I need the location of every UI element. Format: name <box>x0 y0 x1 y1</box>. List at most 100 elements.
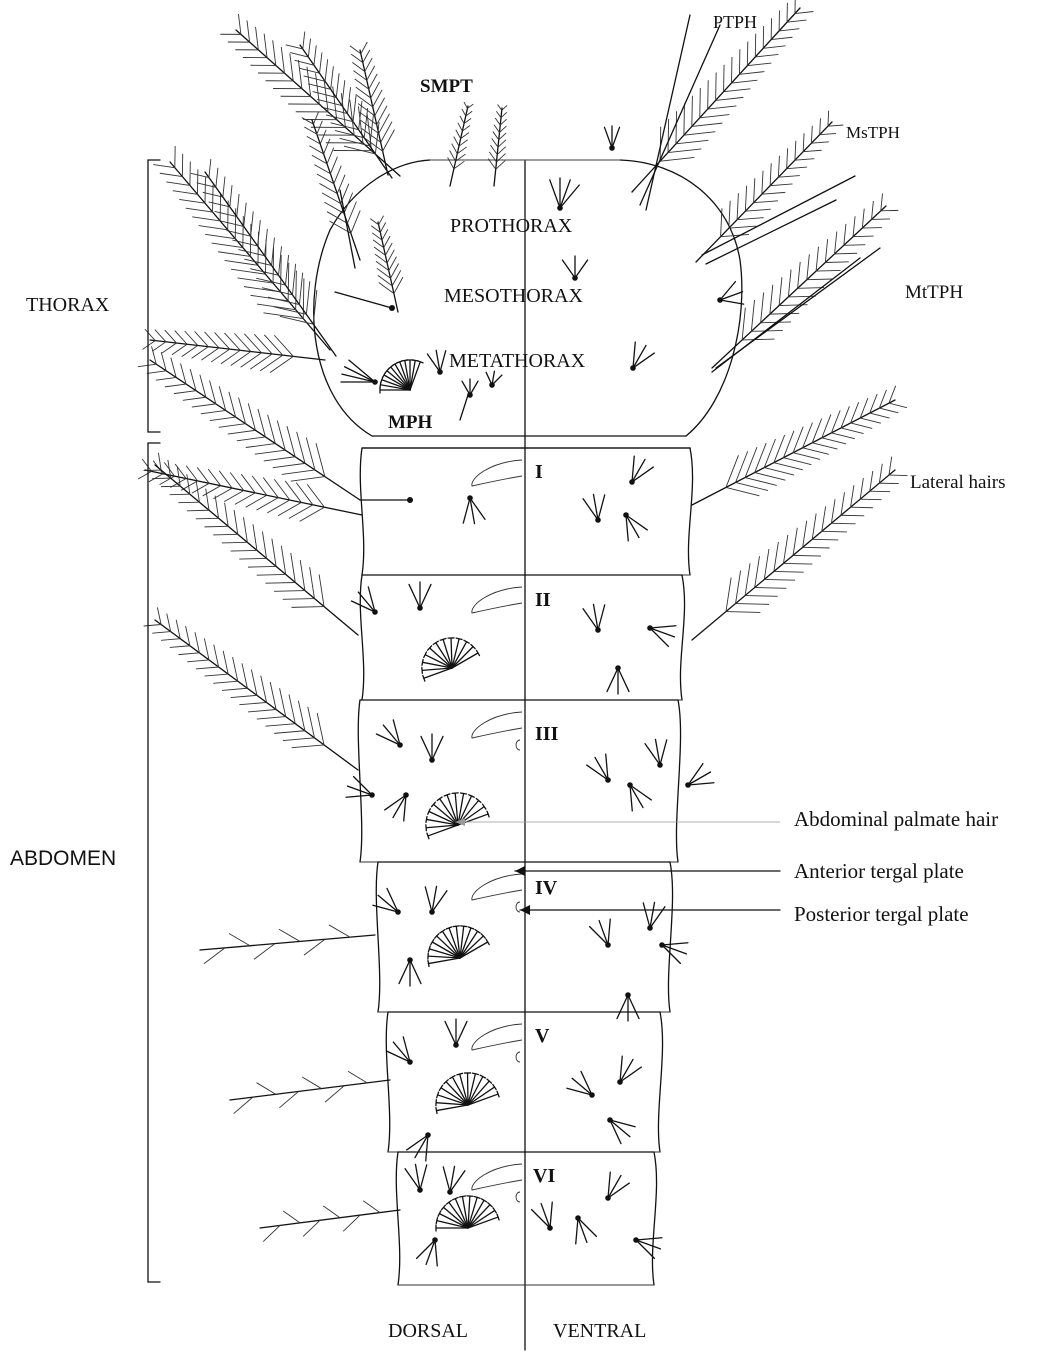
anterior-tergal-plate <box>472 587 522 613</box>
dorsal-abdominal-hair <box>405 1164 427 1192</box>
ventral-abdominal-hair <box>575 1215 596 1244</box>
abdominal-palmate-hair-label: Abdominal palmate hair <box>794 807 998 831</box>
posterior-tergal-plate <box>516 740 520 750</box>
segment-label-4: IV <box>535 877 558 899</box>
lateral-abdominal-hair-2 <box>144 453 358 635</box>
thoracic-simple-hair <box>335 292 392 308</box>
dorsal-abdominal-hair <box>409 582 431 611</box>
ventral-abdominal-hair <box>607 665 629 694</box>
ventral-abdominal-hair <box>590 919 611 948</box>
segment-label-5: V <box>535 1025 550 1047</box>
dorsal-abdominal-hair <box>445 1019 467 1048</box>
dorsal-abdominal-hair <box>463 495 485 523</box>
ventral-abdominal-hair <box>623 512 647 541</box>
abdominal-palmate-hair-6 <box>436 1196 499 1231</box>
dorsal-label: DORSAL <box>388 1320 468 1342</box>
lateral-abdominal-hair-1b <box>138 459 362 521</box>
lateral-dendritic-hair-5 <box>230 1071 390 1113</box>
anterior-tergal-plate <box>472 460 522 486</box>
dorsal-abdominal-hair <box>399 957 421 986</box>
abdomen-label: ABDOMEN <box>10 847 116 870</box>
ventral-prothoracic-hair <box>604 126 619 151</box>
posterior-tergal-plate <box>516 1052 520 1062</box>
ventral-abdominal-hair <box>605 1172 629 1201</box>
metathorax-label: METATHORAX <box>449 350 586 372</box>
ventral-abdominal-hair <box>617 1056 641 1085</box>
ventral-abdominal-hair <box>627 782 651 811</box>
lateral-thoracic-hair-1 <box>153 146 330 350</box>
thoracic-small-hair <box>486 371 502 388</box>
mstph-label: MsTPH <box>846 123 900 142</box>
abdominal-segment-6 <box>396 1152 656 1285</box>
dorsal-abdominal-hair <box>376 720 402 748</box>
abdominal-segment-3 <box>358 700 680 862</box>
smpt-hair-left <box>448 102 474 186</box>
mstph-long-hair <box>702 176 855 255</box>
anterior-tergal-plate <box>472 712 522 738</box>
ventral-mesothoracic-hair <box>562 256 587 281</box>
thoracic-palmate-hair <box>380 360 423 393</box>
dorsal-abdominal-hair <box>425 886 447 914</box>
dorsal-abdominal-hair <box>385 792 409 821</box>
lateral-hairs-label: Lateral hairs <box>910 472 1005 493</box>
ventral-abdominal-hair <box>587 754 611 783</box>
thoracic-simple-hair <box>460 395 468 420</box>
thorax-label: THORAX <box>26 294 110 316</box>
lateral-dendritic-hair-6 <box>260 1201 400 1242</box>
anterior-tergal-plate-label: Anterior tergal plate <box>794 859 964 883</box>
prothorax-label: PROTHORAX <box>450 215 573 237</box>
ventral-abdominal-hair <box>617 992 639 1021</box>
ventral-abdominal-hair <box>633 1237 662 1258</box>
anterior-tergal-plate <box>472 874 522 900</box>
lateral-thoracic-hair-3 <box>143 329 325 373</box>
hair-base-dot <box>407 497 413 503</box>
posterior-tergal-plate <box>516 902 520 912</box>
mesothoracic-dorsal-hair <box>370 216 403 312</box>
prothoracic-hair-2 <box>286 32 392 178</box>
mph-label: MPH <box>388 412 433 433</box>
anterior-tergal-plate <box>472 1164 522 1190</box>
ventral-abdominal-hair <box>532 1202 553 1231</box>
segment-label-1: I <box>535 461 543 483</box>
dorsal-abdominal-hair <box>351 587 377 615</box>
abdominal-segment-1 <box>360 448 692 575</box>
prothoracic-hair-3 <box>350 42 394 175</box>
ventral-label: VENTRAL <box>553 1320 646 1342</box>
ventral-metathoracic-hair <box>630 342 654 371</box>
ventral-abdominal-hair <box>583 604 605 632</box>
ptph-long-hair <box>640 25 720 205</box>
ventral-abdominal-hair <box>643 902 665 930</box>
posterior-tergal-plate-label: Posterior tergal plate <box>794 902 969 926</box>
thorax-bracket <box>148 160 160 432</box>
thoracic-branched-hair <box>341 360 378 385</box>
mesothorax-label: MESOTHORAX <box>444 285 583 307</box>
mstph-hair <box>696 111 843 262</box>
abdominal-palmate-hair-3 <box>426 793 489 839</box>
hair-base-dot <box>389 305 395 311</box>
segment-label-6: VI <box>533 1165 555 1187</box>
dorsal-abdominal-hair <box>443 1166 465 1194</box>
ventral-abdominal-hair <box>629 456 653 485</box>
dorsal-abdominal-hair <box>386 1037 412 1065</box>
smpt-hair-right <box>488 104 507 186</box>
ventral-lateral-hair <box>717 282 743 305</box>
segment-label-3: III <box>535 723 559 745</box>
lateral-dendritic-hair-4 <box>200 925 375 964</box>
ventral-abdominal-hair <box>607 1117 635 1143</box>
posterior-tergal-plate <box>516 1192 520 1202</box>
thoracic-small-hair <box>427 350 445 374</box>
dorsal-abdominal-hair <box>421 734 443 763</box>
abdominal-palmate-hair-4 <box>428 926 489 967</box>
ventral-abdominal-hair <box>685 764 714 788</box>
abdominal-palmate-hair-2 <box>422 638 480 681</box>
segment-label-2: II <box>535 589 551 611</box>
larva-drawing <box>138 0 908 1350</box>
abdominal-segment-2 <box>360 575 684 700</box>
dorsal-abdominal-hair <box>407 1132 431 1161</box>
lateral-abdominal-hair-3 <box>144 607 358 770</box>
ventral-abdominal-hair <box>645 739 667 767</box>
ventral-abdominal-hair <box>567 1071 595 1097</box>
ventral-prothoracic-hair <box>550 178 580 211</box>
